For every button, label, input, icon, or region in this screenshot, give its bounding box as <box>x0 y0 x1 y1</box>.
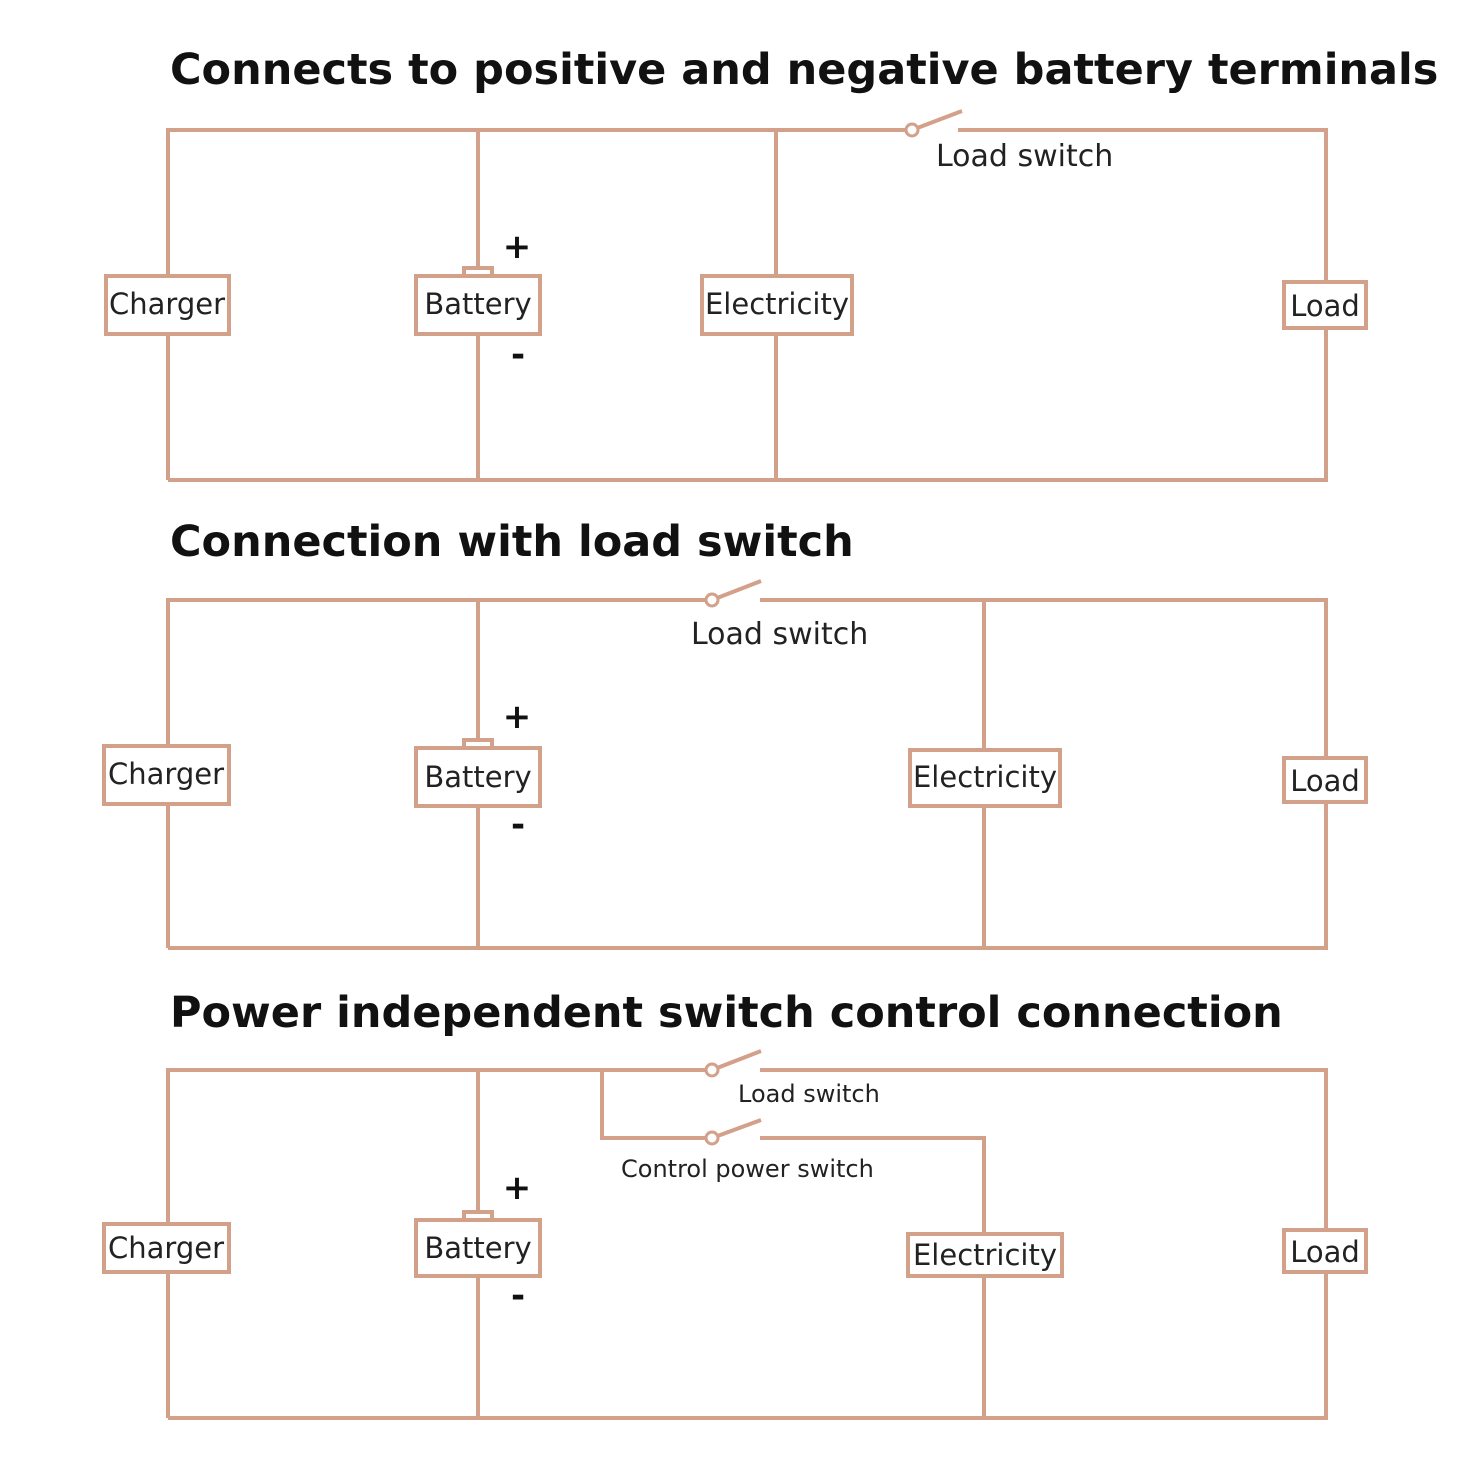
d2-charger: Charger <box>102 744 231 806</box>
d1-electricity: Electricity <box>700 274 854 336</box>
d3-control-power-switch: Control power switch <box>621 1118 874 1183</box>
d3-load-box <box>1282 1228 1368 1274</box>
diagram-battery-terminals: Connects to positive and negative batter… <box>104 45 1438 482</box>
d2-load-box <box>1282 756 1368 804</box>
d2-battery-box <box>414 746 542 808</box>
d1-load-label: Load <box>1290 289 1360 323</box>
d3-control-switch-label: Control power switch <box>621 1155 874 1183</box>
d3-wire-electricity <box>760 1136 986 1418</box>
d1-load-switch: Load switch <box>904 109 1113 174</box>
d2-load-switch: Load switch <box>691 579 868 652</box>
d3-electricity-box <box>906 1232 1064 1278</box>
d3-battery-box <box>414 1218 542 1278</box>
d3-electricity-label: Electricity <box>913 1238 1057 1272</box>
d2-wire-top-left <box>166 598 712 948</box>
diagram-3-title: Power independent switch control connect… <box>170 988 1283 1038</box>
d2-switch-lever <box>711 579 762 602</box>
d3-wire-loop <box>168 1068 1328 1420</box>
d1-load-switch-label: Load switch <box>936 139 1113 174</box>
d2-charger-box <box>102 744 231 806</box>
d2-minus-sign: - <box>511 805 525 845</box>
d1-battery-label: Battery <box>424 287 531 321</box>
d3-charger-box <box>102 1222 231 1274</box>
d2-load: Load <box>1282 756 1368 804</box>
diagram-control-connection: Power independent switch control connect… <box>102 988 1368 1420</box>
d3-battery-label: Battery <box>424 1231 531 1265</box>
d2-wire-loop <box>168 598 1328 950</box>
d3-plus-sign: + <box>503 1168 532 1208</box>
d3-load-switch: Load switch <box>704 1049 880 1108</box>
d2-switch-pivot <box>704 592 720 608</box>
d2-battery-label: Battery <box>424 760 531 794</box>
d1-charger: Charger <box>104 274 231 336</box>
d1-electricity-box <box>700 274 854 336</box>
d3-control-switch-lever <box>711 1118 762 1140</box>
d1-switch-pivot <box>904 122 920 138</box>
d2-charger-label: Charger <box>108 757 224 791</box>
d3-load: Load <box>1282 1228 1368 1274</box>
d3-load-switch-pivot <box>704 1062 720 1078</box>
d3-load-switch-lever <box>711 1049 762 1072</box>
d1-charger-box <box>104 274 231 336</box>
d3-battery: Battery + - <box>414 1168 542 1316</box>
d1-electricity-label: Electricity <box>705 287 849 321</box>
d1-charger-label: Charger <box>109 287 225 321</box>
d3-charger-label: Charger <box>108 1231 224 1265</box>
d1-load-box <box>1282 280 1368 330</box>
d3-control-switch-pivot <box>704 1130 720 1146</box>
d2-load-switch-label: Load switch <box>691 617 868 652</box>
d1-load: Load <box>1282 280 1368 330</box>
d3-wire-top-left <box>166 1068 712 1418</box>
d1-wire-top-left <box>166 128 912 480</box>
d3-electricity: Electricity <box>906 1232 1064 1278</box>
d3-load-label: Load <box>1290 1235 1360 1269</box>
d3-wire-control-branch <box>600 1070 712 1140</box>
d1-battery-box <box>414 274 542 336</box>
d3-minus-sign: - <box>511 1276 525 1316</box>
d2-electricity: Electricity <box>908 748 1062 808</box>
diagram-1-title: Connects to positive and negative batter… <box>170 45 1438 95</box>
d2-load-label: Load <box>1290 764 1360 798</box>
diagram-2-title: Connection with load switch <box>170 517 854 567</box>
d3-charger: Charger <box>102 1222 231 1274</box>
d1-battery: Battery + - <box>414 227 542 375</box>
d2-battery: Battery + - <box>414 697 542 845</box>
d1-switch-lever <box>911 109 963 132</box>
diagram-load-switch: Connection with load switch Load switch … <box>102 517 1368 950</box>
d2-electricity-box <box>908 748 1062 808</box>
d1-minus-sign: - <box>511 335 525 375</box>
d2-electricity-label: Electricity <box>913 760 1057 794</box>
d3-load-switch-label: Load switch <box>738 1080 880 1108</box>
d1-plus-sign: + <box>503 227 532 267</box>
d2-plus-sign: + <box>503 697 532 737</box>
